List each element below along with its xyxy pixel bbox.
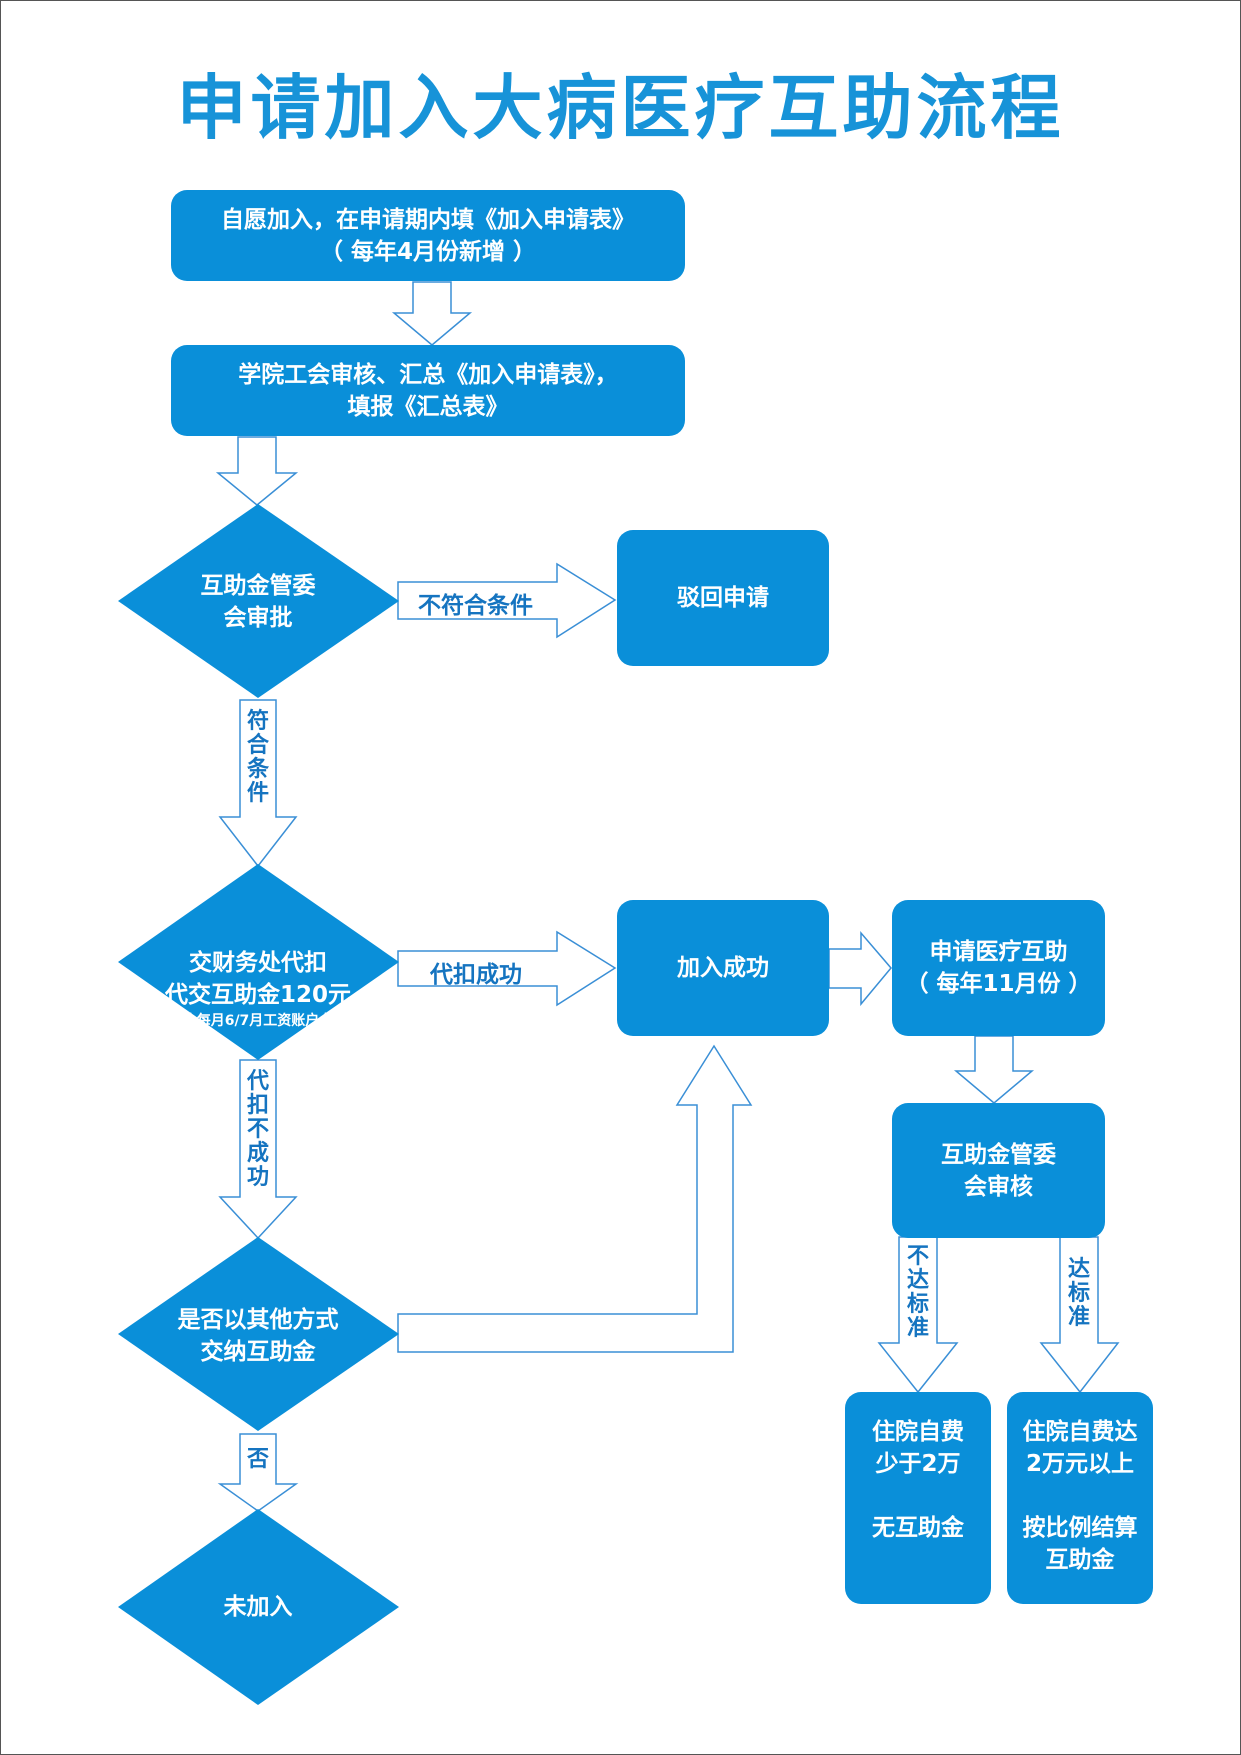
- arrow-review-to-approve: [215, 436, 299, 506]
- arrow-success-to-medical: [828, 930, 892, 1007]
- decision-payroll-deduct-label: 交财务处代扣 代交互助金120元 （ 每月6/7月工资账户 ）: [138, 915, 378, 1063]
- arrow-deduct-fail: [218, 1059, 298, 1240]
- payroll-deduct-note-text: （ 每月6/7月工资账户 ）: [177, 1013, 339, 1029]
- result-above-standard: 住院自费达 2万元以上 按比例结算 互助金: [1007, 1392, 1153, 1604]
- edge-label-not-qualified: 不符合条件: [418, 593, 533, 619]
- step-college-review: 学院工会审核、汇总《加入申请表》， 填报《汇总表》: [171, 345, 685, 436]
- step-committee-review: 互助金管委 会审核: [892, 1103, 1105, 1238]
- arrow-medical-to-review: [953, 1035, 1035, 1104]
- arrow-not-qualified: [397, 562, 617, 639]
- arrow-apply-to-review: [391, 281, 473, 346]
- decision-payroll-deduct: [118, 864, 399, 1060]
- step-join-success: 加入成功: [617, 900, 829, 1036]
- step-reject: 驳回申请: [617, 530, 829, 666]
- arrow-other-payment-to-success: [397, 1044, 753, 1353]
- result-below-standard: 住院自费 少于2万 无互助金: [845, 1392, 991, 1604]
- edge-label-no: 否: [246, 1447, 269, 1472]
- arrow-meets-standard: [1039, 1236, 1120, 1394]
- edge-label-qualified: 符合条件: [246, 709, 269, 806]
- edge-label-meets-standard: 达标准: [1067, 1257, 1090, 1330]
- payroll-deduct-main-text: 交财务处代扣 代交互助金120元: [164, 950, 351, 1008]
- edge-label-below-standard: 不达标准: [906, 1244, 929, 1341]
- page-title: 申请加入大病医疗互助流程: [176, 67, 1065, 149]
- decision-committee-approve-label: 互助金管委 会审批: [200, 573, 316, 631]
- arrow-deduct-success: [397, 930, 617, 1007]
- terminal-not-joined-label: 未加入: [223, 1594, 293, 1620]
- arrow-qualified: [218, 699, 298, 868]
- decision-committee-approve: [118, 504, 399, 698]
- arrow-below-standard: [877, 1236, 959, 1394]
- decision-other-payment-label: 是否以其他方式 交纳互助金: [177, 1307, 339, 1365]
- terminal-not-joined: [118, 1509, 399, 1705]
- step-apply: 自愿加入，在申请期内填《加入申请表》 （ 每年4月份新增 ）: [171, 190, 685, 281]
- step-apply-medical: 申请医疗互助 （ 每年11月份 ）: [892, 900, 1105, 1036]
- edge-label-deduct-fail: 代扣不成功: [246, 1069, 269, 1190]
- edge-label-deduct-success: 代扣成功: [430, 962, 522, 988]
- decision-other-payment: [118, 1237, 399, 1431]
- arrow-no: [217, 1433, 299, 1512]
